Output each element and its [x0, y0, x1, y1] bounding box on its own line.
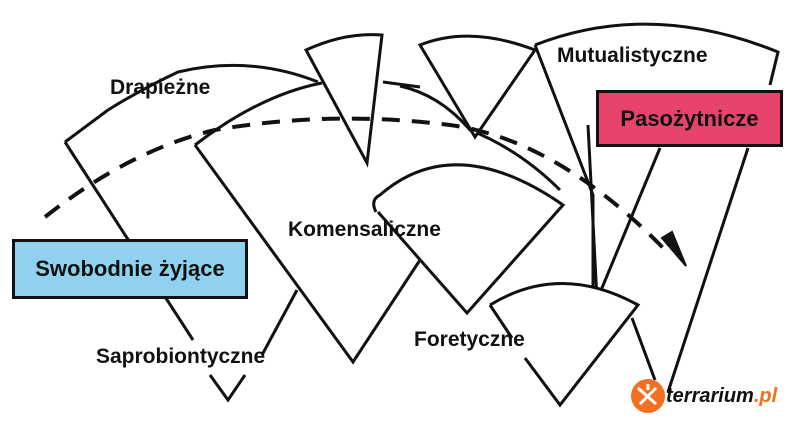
- watermark-name: terrarium: [666, 384, 754, 407]
- label-foretyczne: Foretyczne: [414, 328, 525, 351]
- sector-drapiezne: [107, 63, 319, 112]
- arrow-head-icon: [660, 230, 687, 267]
- label-mutualistyczne: Mutualistyczne: [557, 44, 708, 67]
- sector-pasozytnicze: [586, 124, 750, 393]
- sector-foretyczne: [488, 282, 641, 408]
- box-pasozytnicze: Pasożytnicze: [596, 90, 783, 147]
- dashed-arrow: [43, 116, 672, 257]
- label-drapiezne: Drapieżne: [110, 76, 211, 99]
- wedge-top-left: [303, 33, 384, 168]
- sector-komensaliczne-back: [193, 81, 422, 365]
- label-komensaliczne: Komensaliczne: [288, 218, 441, 241]
- box-swobodnie-zyjace: Swobodnie żyjące: [12, 239, 248, 299]
- watermark-logo: terrarium.pl: [630, 378, 777, 414]
- sector-komensaliczne-front: [372, 163, 566, 316]
- wedge-top-right: [417, 34, 538, 140]
- gecko-logo-icon: [631, 379, 665, 413]
- label-saprobiontyczne: Saprobiontyczne: [96, 345, 266, 368]
- watermark-tld: .pl: [753, 384, 778, 407]
